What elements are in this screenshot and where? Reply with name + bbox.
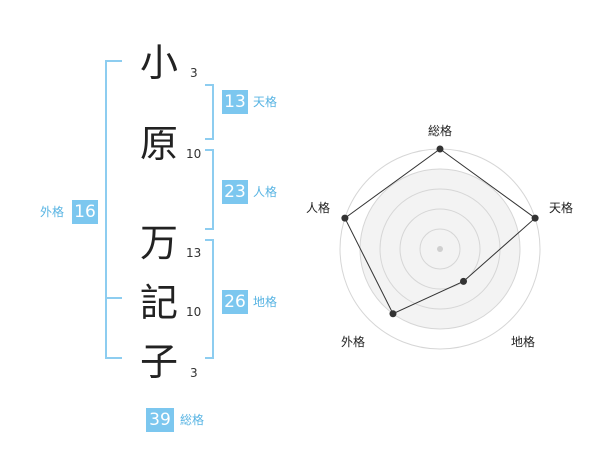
stroke-count-3: 13 <box>186 246 202 260</box>
radar-axis-label-soukaku: 総格 <box>428 124 453 138</box>
chikaku-label: 地格 <box>253 295 278 309</box>
stroke-count-2: 10 <box>186 147 202 161</box>
radar-point-0 <box>436 145 444 153</box>
tenkaku-bracket <box>205 84 214 140</box>
radar-axis-label-tenkaku: 天格 <box>549 201 574 215</box>
radar-point-1 <box>531 214 539 222</box>
gaikaku-label: 外格 <box>40 205 65 219</box>
chikaku-bracket <box>205 239 214 359</box>
tenkaku-label: 天格 <box>253 95 278 109</box>
name-char-4: 記 <box>139 281 179 325</box>
soukaku-label: 総格 <box>180 413 205 427</box>
name-char-5: 子 <box>139 340 179 384</box>
jinkaku-value: 23 <box>222 180 248 204</box>
radar-series-polygon <box>344 148 536 315</box>
name-char-1: 小 <box>139 41 179 85</box>
radar-center-dot <box>437 246 443 252</box>
name-char-3: 万 <box>139 221 179 265</box>
stroke-count-5: 3 <box>190 366 198 380</box>
radar-axis-label-chikaku: 地格 <box>511 335 536 349</box>
jinkaku-label: 人格 <box>253 185 278 199</box>
soukaku-value: 39 <box>146 408 174 432</box>
radar-point-3 <box>389 310 397 318</box>
radar-axis-label-jinkaku: 人格 <box>306 201 331 215</box>
gaikaku-value: 16 <box>72 200 98 224</box>
tenkaku-value: 13 <box>222 90 248 114</box>
name-char-2: 原 <box>139 122 179 166</box>
gaikaku-bracket-outer <box>105 60 122 359</box>
stroke-count-1: 3 <box>190 66 198 80</box>
stroke-count-4: 10 <box>186 305 202 319</box>
jinkaku-bracket <box>205 149 214 230</box>
radar-point-4 <box>341 214 349 222</box>
chikaku-value: 26 <box>222 290 248 314</box>
radar-point-2 <box>460 277 468 285</box>
radar-axis-label-gaikaku: 外格 <box>341 335 366 349</box>
